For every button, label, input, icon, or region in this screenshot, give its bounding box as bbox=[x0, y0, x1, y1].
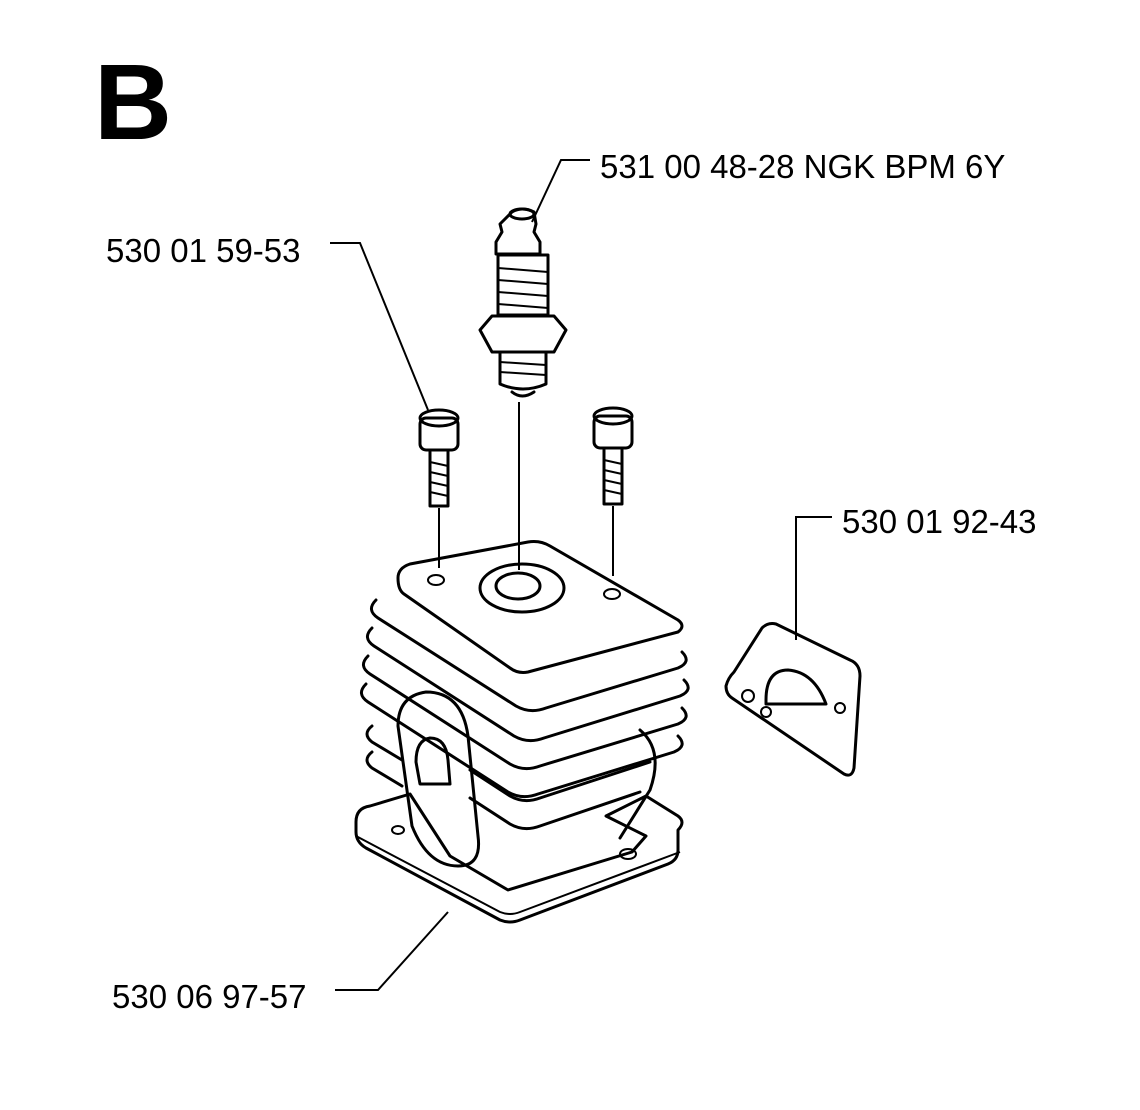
gasket-part-number: 530 01 92-43 bbox=[842, 503, 1037, 540]
leader-lines bbox=[330, 159, 832, 991]
leader-spark-plug bbox=[531, 159, 590, 223]
cylinder-part-number: 530 06 97-57 bbox=[112, 978, 307, 1015]
section-letter: B bbox=[94, 41, 172, 162]
gasket bbox=[724, 622, 862, 777]
screw-part-number: 530 01 59-53 bbox=[106, 232, 301, 269]
cylinder bbox=[354, 540, 690, 924]
right-screw bbox=[592, 406, 634, 576]
spark-plug bbox=[478, 207, 568, 570]
spark-plug-part-number: 531 00 48-28 NGK BPM 6Y bbox=[600, 148, 1006, 185]
leader-cylinder bbox=[335, 911, 449, 991]
leader-screw bbox=[330, 242, 429, 411]
leader-gasket bbox=[795, 516, 832, 640]
left-screw bbox=[418, 408, 460, 568]
